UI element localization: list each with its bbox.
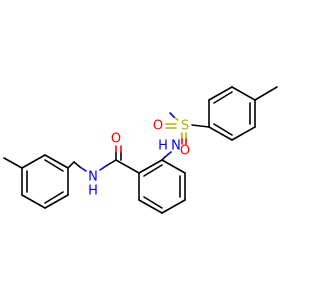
tolyl-ring-right	[208, 86, 278, 141]
bond	[67, 161, 75, 169]
bond	[173, 116, 179, 121]
atom-label-o-s-bottom: O	[180, 144, 190, 159]
bond	[44, 191, 64, 204]
structure-svg: O N H N H S O O	[3, 86, 278, 214]
methyl-bond	[254, 86, 278, 101]
atom-label-n-sulfonamide: N	[171, 139, 181, 154]
bond	[44, 159, 64, 172]
atom-label-h-amide: H	[88, 184, 98, 199]
bond	[73, 161, 81, 168]
atom-label-o-amide: O	[111, 132, 121, 147]
methyl-bond	[3, 157, 23, 169]
bond	[213, 123, 233, 136]
bond	[21, 154, 46, 169]
bond	[143, 196, 163, 209]
bond	[143, 164, 163, 177]
bond	[105, 159, 117, 167]
bond	[208, 126, 233, 141]
bond	[44, 194, 69, 209]
bond	[138, 159, 163, 174]
bond	[115, 159, 140, 174]
atom-label-h-sulfonamide: H	[158, 139, 168, 154]
bond	[79, 166, 87, 172]
molecule-diagram: O N H N H S O O	[3, 86, 278, 214]
atom-label-s: S	[181, 119, 189, 134]
bond	[169, 112, 175, 118]
bond	[191, 124, 210, 128]
bond	[21, 194, 46, 209]
atom-label-o-s-left: O	[153, 119, 163, 134]
bond	[208, 86, 233, 101]
bond	[138, 199, 163, 214]
bond	[164, 151, 172, 158]
bond	[231, 86, 256, 101]
atom-label-n-amide: N	[88, 170, 98, 185]
bond	[213, 91, 233, 104]
bond	[44, 154, 69, 169]
bond	[161, 159, 186, 174]
benzene-ring-center	[138, 159, 186, 214]
bond	[161, 199, 186, 214]
tolyl-ring-left	[3, 154, 75, 209]
bond	[231, 126, 256, 141]
bond	[99, 165, 107, 171]
